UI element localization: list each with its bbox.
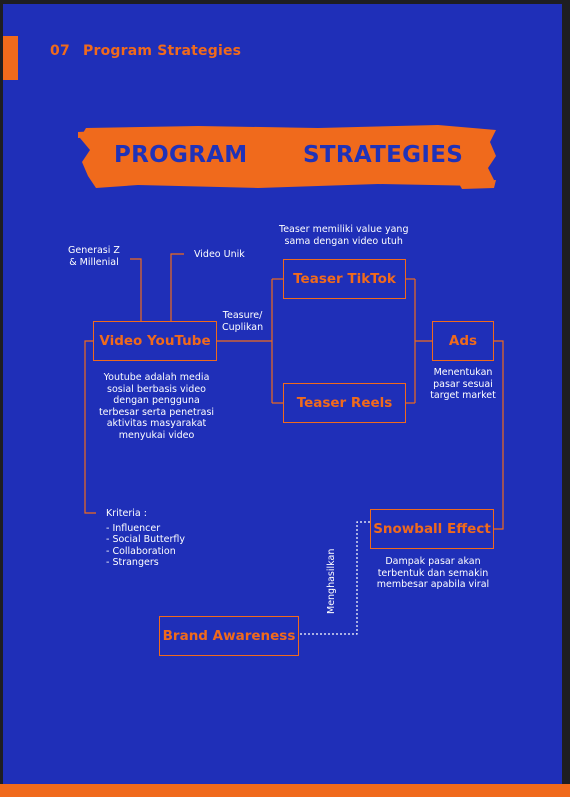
banner-brush-stroke — [78, 125, 496, 189]
node-brand-awareness: Brand Awareness — [159, 616, 299, 656]
node-snowball-effect: Snowball Effect — [370, 509, 494, 549]
note-ads-desc-line: Menentukan — [433, 367, 493, 378]
note-ads-desc-line: target market — [430, 390, 496, 402]
note-youtube-desc-line: Youtube adalah media — [103, 372, 210, 383]
note-generasi: Generasi Z & Millenial — [68, 245, 120, 268]
right-frame — [562, 0, 570, 797]
kriteria-item: - Strangers — [106, 557, 159, 569]
note-ads-desc-line: pasar sesuai — [433, 378, 493, 390]
node-video-youtube: Video YouTube — [93, 321, 217, 361]
note-generasi-line1: Generasi Z — [68, 245, 120, 256]
banner-word-program: PROGRAM — [114, 142, 248, 168]
kriteria-list: - Influencer - Social Butterfly - Collab… — [106, 523, 185, 569]
node-ads: Ads — [432, 321, 494, 361]
note-kriteria: Kriteria : - Influencer - Social Butterf… — [106, 508, 185, 569]
note-youtube-desc: Youtube adalah media sosial berbasis vid… — [96, 372, 217, 442]
top-frame — [0, 0, 570, 4]
note-snowball-desc: Dampak pasar akan terbentuk dan semakin … — [372, 556, 494, 591]
bottom-accent-bar — [0, 784, 570, 797]
note-youtube-desc-line: sosial berbasis video — [107, 383, 206, 395]
node-teaser-tiktok: Teaser TikTok — [283, 259, 406, 299]
note-teasure: Teasure/ Cuplikan — [222, 310, 263, 333]
note-youtube-desc-line: dengan pengguna — [113, 395, 200, 407]
note-teaser-value-line2: sama dengan video utuh — [284, 235, 403, 247]
note-ads-desc: Menentukan pasar sesuai target market — [424, 367, 502, 402]
kriteria-item: - Collaboration — [106, 545, 176, 557]
note-teasure-line1: Teasure/ — [222, 310, 263, 321]
label-menghasilkan: Menghasilkan — [326, 548, 337, 614]
note-youtube-desc-line: terbesar serta penetrasi — [98, 406, 215, 418]
note-snowball-desc-line: Dampak pasar akan — [385, 556, 481, 567]
section-number: 07 — [50, 43, 70, 59]
note-snowball-desc-line: membesar apabila viral — [376, 579, 490, 591]
note-teaser-value-line1: Teaser memiliki value yang — [279, 224, 409, 235]
note-teasure-line2: Cuplikan — [222, 321, 264, 333]
note-youtube-desc-line: aktivitas masyarakat — [106, 418, 207, 430]
note-generasi-line2: & Millenial — [69, 256, 119, 268]
kriteria-title: Kriteria : — [106, 508, 147, 519]
note-youtube-desc-line: menyukai video — [118, 429, 195, 441]
node-teaser-reels: Teaser Reels — [283, 383, 406, 423]
page-tab-marker — [3, 36, 18, 80]
banner-word-strategies: STRATEGIES — [303, 142, 464, 168]
left-frame — [0, 0, 3, 797]
note-snowball-desc-line: terbentuk dan semakin — [377, 567, 489, 579]
note-video-unik: Video Unik — [194, 249, 245, 260]
kriteria-item: - Influencer — [106, 522, 161, 534]
kriteria-item: - Social Butterfly — [106, 534, 185, 546]
note-teaser-value: Teaser memiliki value yang sama dengan v… — [279, 224, 408, 247]
section-title: Program Strategies — [83, 43, 242, 59]
